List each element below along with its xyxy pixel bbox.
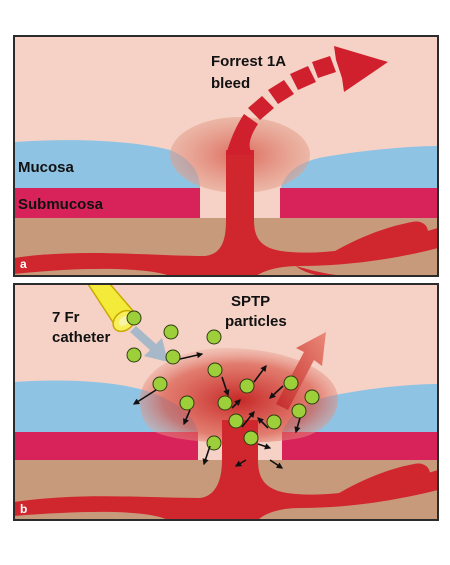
panel-a-letter: a bbox=[20, 257, 27, 271]
motion-arrow bbox=[294, 417, 301, 434]
bleed-arrow-b bbox=[276, 332, 326, 410]
particles-label-line1: SPTP bbox=[231, 293, 270, 310]
panel-b-letter: b bbox=[20, 502, 27, 516]
bleed-label-line2: bleed bbox=[211, 75, 250, 92]
submucosa-right-a bbox=[280, 188, 438, 218]
motion-arrow bbox=[179, 352, 204, 360]
panel-b-border bbox=[13, 283, 439, 521]
panel-b: 7 Fr catheter SPTP particles b bbox=[13, 283, 439, 521]
particle bbox=[291, 403, 307, 419]
mucosa-right-a bbox=[280, 146, 438, 190]
particles-label-line2: particles bbox=[225, 313, 287, 330]
particle bbox=[228, 413, 244, 429]
particle bbox=[163, 324, 179, 340]
motion-arrow bbox=[257, 443, 272, 450]
feeding-artery-b bbox=[14, 420, 438, 520]
catheter-label-line2: catheter bbox=[52, 329, 111, 346]
motion-arrow bbox=[132, 389, 157, 405]
catheter-label-line1: 7 Fr bbox=[52, 309, 80, 326]
motion-arrow bbox=[269, 385, 284, 399]
motion-arrow bbox=[202, 445, 211, 466]
motion-arrow bbox=[221, 376, 230, 397]
submucosa-label: Submucosa bbox=[18, 196, 104, 213]
submucosa-left-b bbox=[14, 432, 198, 460]
particle bbox=[239, 378, 255, 394]
panel-a-border bbox=[13, 35, 439, 277]
feeding-artery-a bbox=[14, 150, 438, 276]
catheter-flow-arrow bbox=[130, 326, 168, 362]
particle bbox=[152, 376, 168, 392]
particle bbox=[243, 430, 259, 446]
bleed-arrowhead-a bbox=[334, 46, 388, 92]
motion-arrow bbox=[253, 364, 267, 383]
particle bbox=[126, 347, 142, 363]
particle bbox=[165, 349, 181, 365]
vessel-branch-b bbox=[334, 463, 430, 504]
particle bbox=[283, 375, 299, 391]
panel-a: Forrest 1A bleed Mucosa Submucosa a bbox=[13, 35, 439, 277]
particles bbox=[126, 310, 320, 451]
bleeding-blush-b bbox=[140, 348, 338, 443]
submucosa-left-a bbox=[14, 188, 200, 218]
mucosa-label: Mucosa bbox=[18, 159, 75, 176]
particle bbox=[126, 310, 142, 326]
vessel-branch-a-2 bbox=[296, 266, 350, 276]
motion-arrow bbox=[257, 417, 269, 429]
vessel-branch-a bbox=[330, 221, 428, 262]
particle-motion-arrows bbox=[132, 352, 301, 469]
particle bbox=[207, 362, 223, 378]
motion-arrow bbox=[183, 409, 191, 426]
mucosa-left-a bbox=[14, 140, 200, 188]
motion-arrow bbox=[234, 459, 247, 467]
bleed-arrow-a bbox=[226, 46, 388, 155]
particle bbox=[179, 395, 195, 411]
particle bbox=[206, 329, 222, 345]
motion-arrow bbox=[241, 411, 255, 428]
submucosa-right-b bbox=[282, 432, 438, 460]
particle bbox=[217, 395, 233, 411]
motion-arrow bbox=[269, 459, 284, 469]
particle bbox=[266, 414, 282, 430]
motion-arrow bbox=[231, 399, 241, 409]
particle bbox=[304, 389, 320, 405]
bleed-label-line1: Forrest 1A bbox=[211, 53, 286, 70]
